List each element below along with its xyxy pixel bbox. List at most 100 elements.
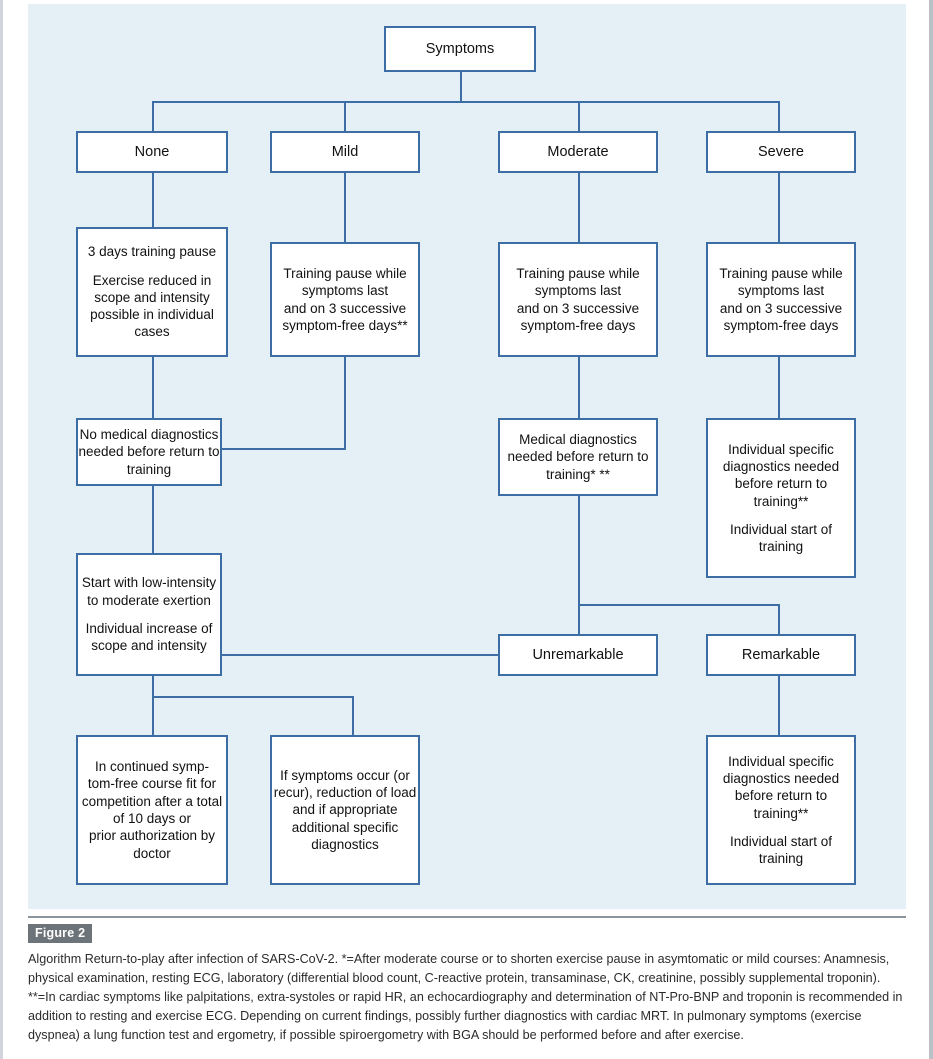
recur-line-5: diagnostics [311, 836, 379, 852]
figure-panel: Symptoms None Mild Moderate Severe 3 day… [28, 4, 906, 909]
node-none-training-pause[interactable]: 3 days training pause Exercise reduced i… [76, 227, 228, 357]
sev-diag-line-3: before return to [734, 476, 828, 492]
moderate-pause-line-1: Training pause while [516, 265, 640, 281]
connector-moddiag-split [578, 604, 780, 606]
connector-split-to-recur [352, 696, 354, 736]
node-mild-training-pause[interactable]: Training pause while symptoms last and o… [270, 242, 420, 357]
connector-modpause-to-moddiag [578, 357, 580, 419]
none-pause-line-5: cases [134, 324, 170, 340]
no-diag-line-1: No medical diagnostics [79, 427, 219, 443]
connector-main-bus [152, 101, 780, 103]
node-none[interactable]: None [76, 131, 228, 173]
node-none-label: None [134, 143, 170, 160]
continued-line-5: prior authorization by [88, 828, 216, 844]
node-mild[interactable]: Mild [270, 131, 420, 173]
severe-pause-line-1: Training pause while [719, 265, 843, 281]
node-start-low-intensity[interactable]: Start with low-intensity to moderate exe… [76, 553, 222, 676]
moderate-pause-line-4: symptom-free days [520, 317, 636, 333]
node-continued-symptom-free[interactable]: In continued symp- tom-free course fit f… [76, 735, 228, 885]
sev-diag-line-4: training** [753, 493, 809, 509]
connector-split-to-unremarkable [578, 604, 580, 635]
mod-diag-line-2: needed before return to [507, 449, 649, 465]
node-moderate-training-pause[interactable]: Training pause while symptoms last and o… [498, 242, 658, 357]
node-unremarkable-label: Unremarkable [532, 646, 624, 663]
connector-nodiag-to-start [152, 486, 154, 554]
sev-diag-line-5: Individual start of [729, 521, 833, 537]
connector-sevpause-to-sevdiag [778, 357, 780, 419]
connector-severe-to-pause [778, 172, 780, 242]
recur-line-3: and if appropriate [292, 802, 398, 818]
recur-line-4: additional specific [291, 819, 399, 835]
figure-caption-block: Figure 2 Algorithm Return-to-play after … [28, 916, 906, 1044]
connector-root-down [460, 72, 462, 102]
page-rule-right [929, 0, 933, 1059]
mild-pause-line-4: symptom-free days** [282, 317, 408, 333]
connector-unremarkable-to-start [222, 654, 532, 656]
severe-pause-line-3: and on 3 successive [719, 300, 843, 316]
figure-number-badge: Figure 2 [28, 924, 93, 943]
sev-diag-line-2: diagnostics needed [722, 458, 840, 474]
mod-diag-line-1: Medical diagnostics [519, 432, 637, 448]
connector-nonepause-to-nodiag [152, 357, 154, 419]
moderate-pause-line-2: symptoms last [534, 283, 622, 299]
sev-diag-line-1: Individual specific [728, 441, 834, 457]
none-pause-line-3: scope and intensity [94, 289, 210, 305]
continued-line-6: doctor [133, 845, 171, 861]
node-moderate[interactable]: Moderate [498, 131, 658, 173]
connector-start-split [152, 696, 354, 698]
connector-moddiag-down [578, 496, 580, 606]
none-pause-line-1: 3 days training pause [87, 244, 217, 260]
connector-remarkable-to-diag [778, 676, 780, 736]
mild-pause-line-3: and on 3 successive [283, 300, 407, 316]
no-diag-line-3: training [126, 461, 172, 477]
node-severe-individual-diagnostics[interactable]: Individual specific diagnostics needed b… [706, 418, 856, 578]
rem-diag-line-6: training [758, 851, 804, 867]
start-line-1: Start with low-intensity [81, 575, 217, 591]
node-moderate-label: Moderate [547, 143, 609, 160]
node-no-medical-diagnostics[interactable]: No medical diagnostics needed before ret… [76, 418, 222, 486]
rem-diag-line-4: training** [753, 805, 809, 821]
connector-split-to-remarkable [778, 604, 780, 635]
node-severe-training-pause[interactable]: Training pause while symptoms last and o… [706, 242, 856, 357]
node-remarkable[interactable]: Remarkable [706, 634, 856, 676]
connector-bus-to-moderate [578, 101, 580, 131]
rem-diag-line-1: Individual specific [728, 753, 834, 769]
node-medical-diagnostics[interactable]: Medical diagnostics needed before return… [498, 418, 658, 496]
mod-diag-line-3: training* ** [546, 466, 610, 482]
none-pause-line-2: Exercise reduced in [92, 272, 212, 288]
node-remarkable-label: Remarkable [741, 646, 821, 663]
connector-bus-to-severe [778, 101, 780, 131]
node-symptoms-recur[interactable]: If symptoms occur (or recur), reduction … [270, 735, 420, 885]
connector-mild-to-pause [344, 172, 346, 242]
connector-moderate-to-pause [578, 172, 580, 242]
rem-diag-line-5: Individual start of [729, 833, 833, 849]
mild-pause-line-2: symptoms last [301, 283, 389, 299]
rem-diag-line-3: before return to [734, 788, 828, 804]
connector-bus-to-mild [344, 101, 346, 131]
connector-bus-to-none [152, 101, 154, 131]
connector-start-down [152, 676, 154, 736]
continued-line-3: competition after a total [81, 793, 223, 809]
caption-divider [28, 916, 906, 918]
severe-pause-line-4: symptom-free days [723, 317, 839, 333]
mild-pause-line-1: Training pause while [283, 265, 407, 281]
start-line-3: Individual increase of [85, 621, 213, 636]
continued-line-4: of 10 days or [112, 811, 192, 826]
node-severe[interactable]: Severe [706, 131, 856, 173]
no-diag-line-2: needed before return to [78, 444, 220, 460]
node-mild-label: Mild [331, 143, 359, 160]
continued-line-1: In continued symp- [94, 759, 210, 775]
node-remarkable-individual-diagnostics[interactable]: Individual specific diagnostics needed b… [706, 735, 856, 885]
severe-pause-line-2: symptoms last [737, 283, 825, 299]
connector-mildpause-to-nodiag [222, 448, 346, 450]
node-symptoms[interactable]: Symptoms [384, 26, 536, 72]
node-symptoms-label: Symptoms [425, 40, 495, 57]
continued-line-2: tom-free course fit for [87, 776, 217, 792]
rem-diag-line-2: diagnostics needed [722, 770, 840, 786]
node-unremarkable[interactable]: Unremarkable [498, 634, 658, 676]
sev-diag-line-6: training [758, 539, 804, 555]
node-severe-label: Severe [758, 143, 804, 160]
start-line-2: to moderate exertion [87, 592, 211, 608]
start-line-4: scope and intensity [91, 638, 207, 654]
